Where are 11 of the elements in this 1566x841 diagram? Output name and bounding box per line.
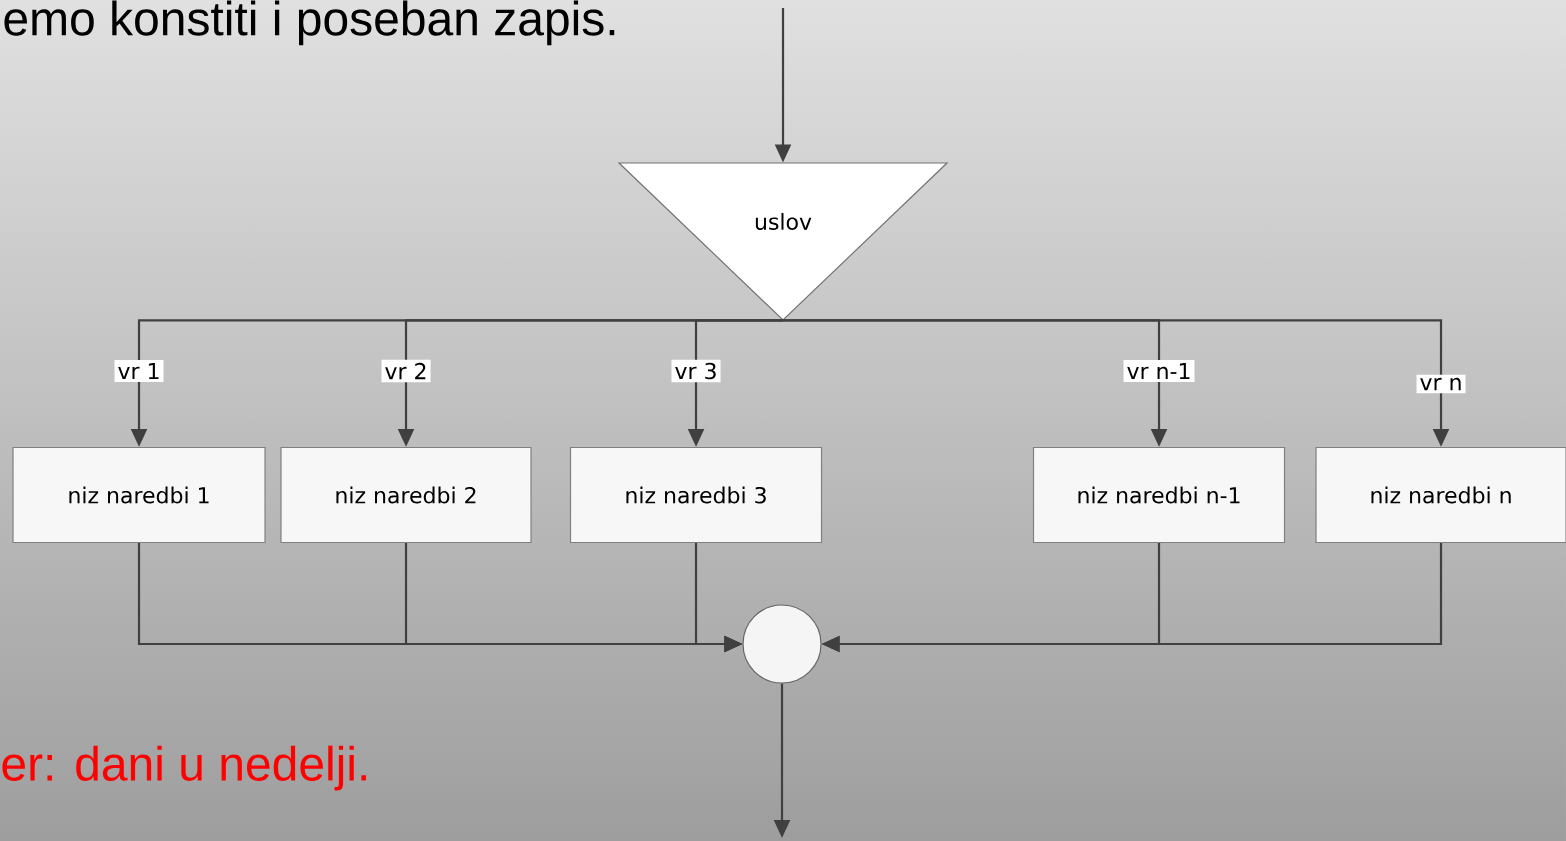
process-box: niz naredbi 1: [12, 446, 266, 544]
process-box: niz naredbi 3: [569, 446, 823, 544]
edge-label: vr 2: [381, 359, 431, 383]
edge-label: vr 3: [671, 359, 721, 383]
connector-circle: [742, 604, 822, 684]
slide-text: emo konstiti i poseban zapis.: [4, 0, 615, 46]
process-box: niz naredbi n: [1315, 446, 1566, 544]
process-box: niz naredbi n-1: [1032, 446, 1286, 544]
edge-label: vr 1: [114, 360, 164, 383]
process-box: niz naredbi 2: [280, 446, 532, 544]
slide-text: er: dani u nedelji.: [2, 745, 366, 791]
